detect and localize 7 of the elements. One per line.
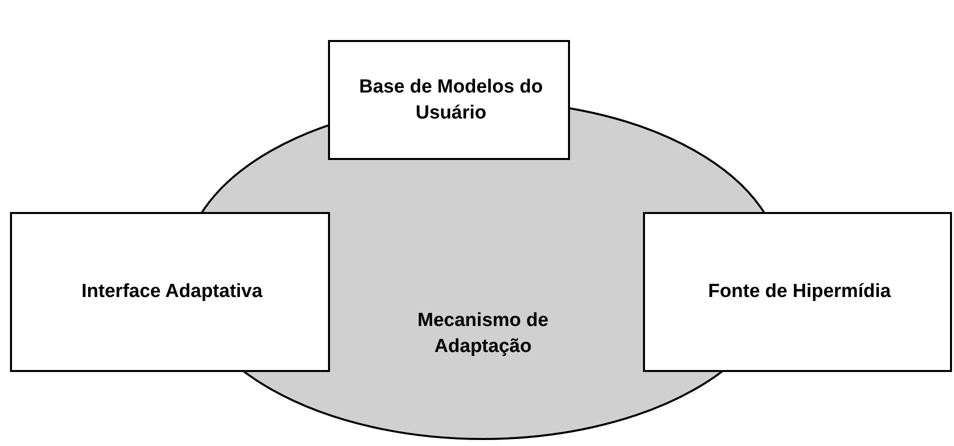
- component-box: [328, 40, 570, 160]
- node-label: Interface Adaptativa: [80, 280, 264, 304]
- node-label: Fonte de Hipermídia: [707, 280, 892, 304]
- component-box: [643, 212, 952, 372]
- component-box: [10, 212, 330, 372]
- node-label: Mecanismo de Adaptação: [416, 309, 550, 359]
- node-label: Base de Modelos do Usuário: [358, 75, 544, 125]
